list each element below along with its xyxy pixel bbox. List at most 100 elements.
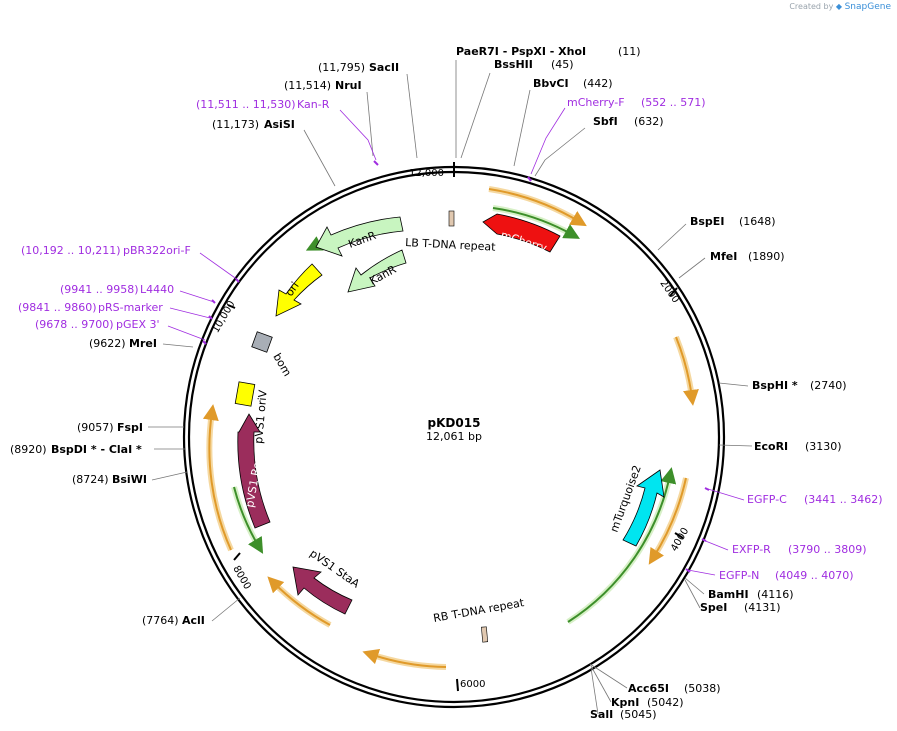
feature-lb-tdna-repeat[interactable]: LB T-DNA repeat <box>405 210 497 254</box>
site-acc65i-name: Acc65I <box>628 682 669 695</box>
site-sali[interactable]: SalI (5045) <box>590 708 657 721</box>
site-bspei[interactable]: BspEI (1648) <box>690 215 776 228</box>
site-bsiwi-name: BsiWI <box>112 473 147 486</box>
primer-kanr-name: Kan-R <box>297 98 330 111</box>
site-nrui-name: NruI <box>335 79 362 92</box>
site-asisi-pos: (11,173) <box>212 118 259 131</box>
site-fspi-name: FspI <box>117 421 143 434</box>
site-mrei[interactable]: (9622) MreI <box>89 337 157 350</box>
site-ecori-pos: (3130) <box>805 440 842 453</box>
site-acc65i-pos: (5038) <box>684 682 721 695</box>
site-acli[interactable]: (7764) AclI <box>142 614 205 627</box>
primer-l4440-name: L4440 <box>140 283 174 296</box>
primer-pbr322ori-f[interactable]: (10,192 .. 10,211) pBR322ori-F <box>21 244 191 257</box>
snapgene-logo-icon: ◆ <box>835 2 843 11</box>
site-bamhi-pos: (4116) <box>757 588 794 601</box>
site-asisi[interactable]: (11,173) AsiSI <box>212 118 295 131</box>
site-mfei[interactable]: MfeI (1890) <box>710 250 785 263</box>
site-mrei-name: MreI <box>129 337 157 350</box>
credit-brand: SnapGene <box>844 2 891 12</box>
site-ecori-name: EcoRI <box>754 440 788 453</box>
site-mfei-pos: (1890) <box>748 250 785 263</box>
primer-pgex3-pos: (9678 .. 9700) <box>35 318 114 331</box>
site-bamhi-name: BamHI <box>708 588 749 601</box>
primer-egfp-c-pos: (3441 .. 3462) <box>804 493 883 506</box>
tick-label-6000: 6000 <box>460 679 485 690</box>
feature-pvs1-oriv-label: pVS1 oriV <box>252 389 270 444</box>
primer-pgex3[interactable]: (9678 .. 9700) pGEX 3' <box>35 318 160 331</box>
primer-prs-marker-name: pRS-marker <box>98 301 163 314</box>
snapgene-credit: Created by ◆ SnapGene <box>789 2 891 12</box>
feature-bom[interactable]: bom <box>251 331 294 379</box>
feature-rb-tdna-repeat[interactable]: RB T-DNA repeat <box>432 596 526 643</box>
site-mfei-name: MfeI <box>710 250 737 263</box>
primer-prs-marker-pos: (9841 .. 9860) <box>18 301 97 314</box>
primer-exfp-r[interactable]: EXFP-R (3790 .. 3809) <box>732 543 867 556</box>
feature-pvs1-staa[interactable]: pVS1 StaA <box>292 547 362 615</box>
plasmid-length: 12,061 bp <box>426 430 482 443</box>
site-bspdi-clai[interactable]: (8920) BspDI * - ClaI * <box>10 443 142 456</box>
primer-egfp-n-pos: (4049 .. 4070) <box>775 569 854 582</box>
site-psshii-name: BssHII <box>494 58 533 71</box>
feature-kanr-1[interactable]: KanR <box>315 216 404 257</box>
primer-pgex3-name: pGEX 3' <box>116 318 160 331</box>
site-psshii[interactable]: BssHII (45) <box>494 58 574 71</box>
inner-arcs <box>202 186 699 670</box>
site-bspei-name: BspEI <box>690 215 724 228</box>
credit-prefix: Created by <box>789 2 834 11</box>
feature-mturquoise2[interactable]: mTurquoise2 <box>608 464 665 547</box>
site-acc65i[interactable]: Acc65I (5038) <box>628 682 721 695</box>
site-ecori[interactable]: EcoRI (3130) <box>754 440 842 453</box>
primer-kanr[interactable]: (11,511 .. 11,530) Kan-R <box>196 98 330 111</box>
site-leader-lines <box>148 60 753 715</box>
site-bbvci-name: BbvCI <box>533 77 569 90</box>
primer-kanr-pos: (11,511 .. 11,530) <box>196 98 296 111</box>
site-bspdi-pos: (8920) <box>10 443 47 456</box>
site-psshii-pos: (45) <box>551 58 574 71</box>
feature-bom-label: bom <box>270 351 293 379</box>
tick-label-12000: 12,000 <box>409 168 444 179</box>
primer-prs-marker[interactable]: (9841 .. 9860) pRS-marker <box>18 301 163 314</box>
site-paer7i-pos: (11) <box>618 45 641 58</box>
site-mrei-pos: (9622) <box>89 337 126 350</box>
site-sbfi[interactable]: SbfI (632) <box>593 115 664 128</box>
primer-mcherry-f-pos: (552 .. 571) <box>641 96 706 109</box>
site-sali-pos: (5045) <box>620 708 657 721</box>
primer-egfp-n-name: EGFP-N <box>719 569 759 582</box>
site-bamhi[interactable]: BamHI (4116) <box>708 588 794 601</box>
primer-l4440[interactable]: (9941 .. 9958) L4440 <box>60 283 174 296</box>
site-sacii-pos: (11,795) <box>318 61 365 74</box>
feature-lb-tdna-label: LB T-DNA repeat <box>405 236 497 254</box>
primer-egfp-n[interactable]: EGFP-N (4049 .. 4070) <box>719 569 854 582</box>
site-sacii-name: SacII <box>369 61 399 74</box>
site-bbvci[interactable]: BbvCI (442) <box>533 77 613 90</box>
primer-mcherry-f[interactable]: mCherry-F (552 .. 571) <box>567 96 706 109</box>
site-fspi-pos: (9057) <box>77 421 114 434</box>
site-acli-pos: (7764) <box>142 614 179 627</box>
site-nrui-pos: (11,514) <box>284 79 331 92</box>
feature-kanr-2[interactable]: KanR <box>347 249 407 293</box>
site-kpni[interactable]: KpnI (5042) <box>611 696 684 709</box>
feature-rb-tdna-label: RB T-DNA repeat <box>432 596 525 625</box>
site-asisi-name: AsiSI <box>264 118 295 131</box>
site-bsphi[interactable]: BspHI * (2740) <box>752 379 847 392</box>
primer-pbr322ori-f-pos: (10,192 .. 10,211) <box>21 244 121 257</box>
site-bsiwi[interactable]: (8724) BsiWI <box>72 473 147 486</box>
site-bsiwi-pos: (8724) <box>72 473 109 486</box>
primer-egfp-c[interactable]: EGFP-C (3441 .. 3462) <box>747 493 883 506</box>
site-paer7i-name: PaeR7I - PspXI - XhoI <box>456 45 586 58</box>
feature-ori[interactable]: ori <box>275 263 323 317</box>
site-sacii[interactable]: (11,795) SacII <box>318 61 399 74</box>
tick-label-2000: 2000 <box>657 278 681 305</box>
site-bspdi-name: BspDI * - ClaI * <box>51 443 142 456</box>
site-spei[interactable]: SpeI (4131) <box>700 601 781 614</box>
site-bsphi-pos: (2740) <box>810 379 847 392</box>
site-nrui[interactable]: (11,514) NruI <box>284 79 362 92</box>
tick-label-10000: 10,000 <box>211 299 238 335</box>
primer-exfp-r-pos: (3790 .. 3809) <box>788 543 867 556</box>
site-sali-name: SalI <box>590 708 613 721</box>
site-fspi[interactable]: (9057) FspI <box>77 421 143 434</box>
site-acli-name: AclI <box>182 614 205 627</box>
site-paer7i-pspxi-xhoi[interactable]: PaeR7I - PspXI - XhoI (11) <box>456 45 641 58</box>
